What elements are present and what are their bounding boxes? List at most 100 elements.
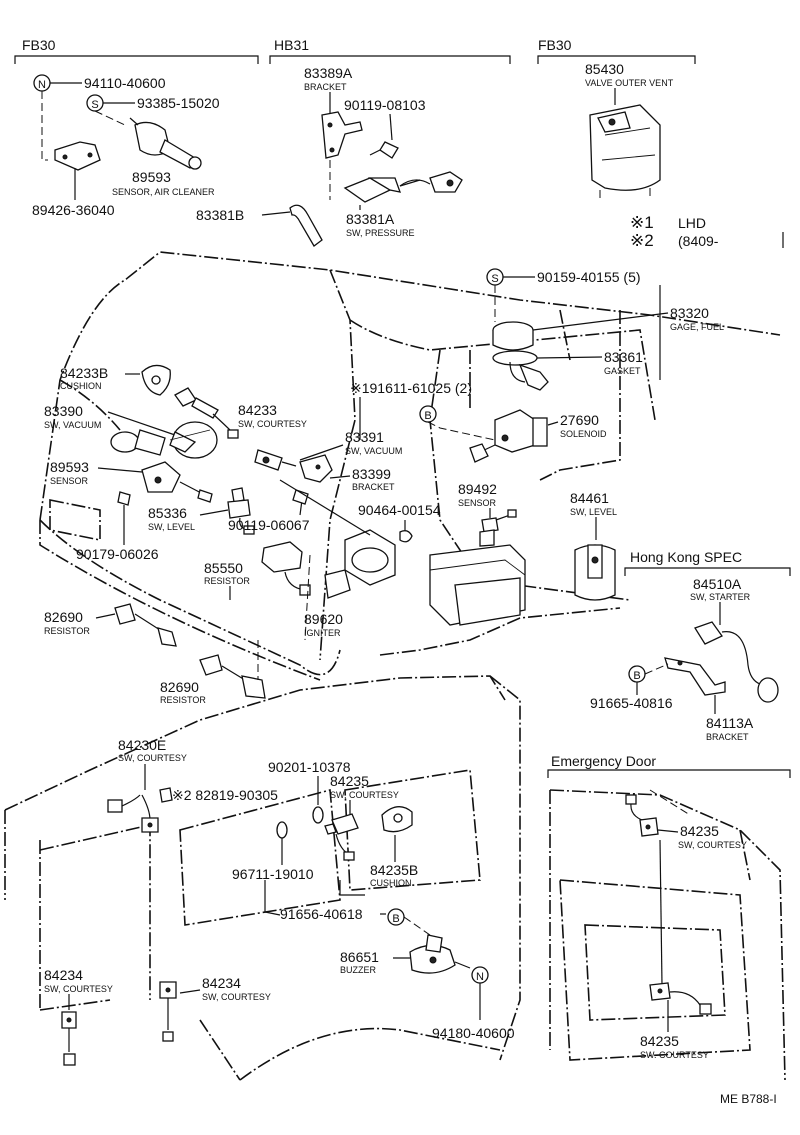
desc-83361: GASKET xyxy=(604,366,641,376)
label-82690b: 82690 xyxy=(160,679,199,695)
label-93385: 93385-15020 xyxy=(137,95,220,111)
desc-84461: SW, LEVEL xyxy=(570,507,617,517)
sw-courtesy-84235a-part xyxy=(324,813,359,861)
label-90119a: 90119-08103 xyxy=(344,97,426,113)
symbol-n-rear: N xyxy=(471,966,489,984)
desc-84235b: CUSHION xyxy=(370,878,412,888)
label-83389a: 83389A xyxy=(304,65,353,81)
section-bracket-fb30-right xyxy=(537,55,696,64)
label-91656: 91656-40618 xyxy=(280,906,363,922)
label-82690a: 82690 xyxy=(44,609,83,625)
section-bracket-hong-kong xyxy=(624,567,791,576)
label-82819: ※2 82819-90305 xyxy=(172,787,278,803)
label-96711: 96711-19010 xyxy=(232,866,314,882)
grommet-96711-part xyxy=(276,821,288,839)
sw-courtesy-84230e-part xyxy=(107,794,159,833)
label-83390: 83390 xyxy=(44,403,83,419)
label-89620: 89620 xyxy=(304,611,343,627)
resistor-82690b-part xyxy=(199,654,266,699)
symbol-b-hk: B xyxy=(628,665,646,683)
sw-level-85336-part xyxy=(227,487,255,535)
symbol-s-fuel: S xyxy=(486,268,504,286)
symbol-b-rear: B xyxy=(387,908,405,926)
svg-text:B: B xyxy=(633,670,640,682)
section-bracket-hb31 xyxy=(269,55,511,64)
legend-text-date: (8409- xyxy=(678,233,719,249)
label-84233b: 84233B xyxy=(60,365,108,381)
cushion-84235b-part xyxy=(381,806,413,833)
section-label-fb30-left: FB30 xyxy=(22,37,56,53)
desc-84234b: SW, COURTESY xyxy=(202,992,271,1002)
label-90179: 90179-06026 xyxy=(76,546,159,562)
label-85336: 85336 xyxy=(148,505,187,521)
desc-84235c: SW, COURTESY xyxy=(678,840,747,850)
svg-text:S: S xyxy=(91,99,98,111)
label-94110: 94110-40600 xyxy=(84,75,166,91)
label-84235b: 84235B xyxy=(370,862,418,878)
cushion-84233b-part xyxy=(141,364,171,396)
hose-83381b-part xyxy=(289,204,323,247)
valve-outer-vent-part xyxy=(589,104,661,198)
desc-83391: SW, VACUUM xyxy=(345,446,402,456)
desc-84233b: CUSHION xyxy=(60,381,102,391)
svg-text:B: B xyxy=(424,410,431,422)
desc-89620: IGNITER xyxy=(304,628,341,638)
sw-vacuum-83390-part xyxy=(110,421,218,459)
desc-84510a: SW, STARTER xyxy=(690,592,751,602)
label-84235a: 84235 xyxy=(330,773,369,789)
resistor-85550-part xyxy=(261,541,311,596)
sw-courtesy-84235c-part xyxy=(625,794,659,837)
legend-box: ※1 LHD ※2 (8409- xyxy=(630,213,784,250)
bracket-83389a-part xyxy=(321,111,363,200)
sw-pressure-part xyxy=(343,171,463,203)
desc-84230e: SW, COURTESY xyxy=(118,753,187,763)
section-bracket-fb30-left xyxy=(14,55,259,64)
desc-83389a: BRACKET xyxy=(304,82,347,92)
legend-mark-2: ※2 xyxy=(630,231,654,250)
label-85430: 85430 xyxy=(585,61,624,77)
label-90201: 90201-10378 xyxy=(268,759,351,775)
sw-level-84461-part xyxy=(574,544,616,601)
svg-text:S: S xyxy=(491,273,498,285)
section-label-fb30-right: FB30 xyxy=(538,37,572,53)
label-89593a: 89593 xyxy=(132,169,171,185)
label-94180: 94180-40600 xyxy=(432,1025,515,1041)
label-90464: 90464-00154 xyxy=(358,502,441,518)
igniter-area-part xyxy=(279,479,396,599)
sw-courtesy-84234a-part xyxy=(61,1011,77,1066)
desc-83381a: SW, PRESSURE xyxy=(346,228,415,238)
desc-89593b: SENSOR xyxy=(50,476,89,486)
label-89593b: 89593 xyxy=(50,459,89,475)
desc-84235d: SW. COURTESY xyxy=(640,1050,709,1060)
label-84510a: 84510A xyxy=(693,576,742,592)
clamp-90464-part xyxy=(399,530,413,543)
desc-83390: SW, VACUUM xyxy=(44,420,101,430)
resistor-82690a-part xyxy=(114,603,177,647)
sensor-89492-part xyxy=(479,509,517,547)
label-83320: 83320 xyxy=(670,305,709,321)
bolt-90119b-part xyxy=(292,489,309,505)
desc-84235a: SW, COURTESY xyxy=(330,790,399,800)
bolt-90179-part xyxy=(117,491,131,545)
svg-text:B: B xyxy=(392,913,399,925)
sensor-89593b-part xyxy=(141,461,213,503)
label-83361: 83361 xyxy=(604,349,643,365)
section-label-hong-kong: Hong Kong SPEC xyxy=(630,549,742,565)
label-83381b: 83381B xyxy=(196,207,244,223)
label-84234b: 84234 xyxy=(202,975,241,991)
label-89492: 89492 xyxy=(458,481,497,497)
desc-27690: SOLENOID xyxy=(560,429,607,439)
desc-85430: VALVE OUTER VENT xyxy=(585,78,674,88)
bracket-84113a-part xyxy=(664,657,726,696)
label-191611: ※191611-61025 (2) xyxy=(350,380,472,396)
buzzer-86651-part xyxy=(409,934,471,974)
section-label-emergency-door: Emergency Door xyxy=(551,753,656,769)
fuel-gage-part xyxy=(492,321,549,391)
sensor-air-cleaner-part xyxy=(41,91,202,171)
bolt-90119a-part xyxy=(369,141,399,159)
label-89426: 89426-36040 xyxy=(32,202,115,218)
bracket-83399-part xyxy=(299,454,333,483)
desc-82690a: RESISTOR xyxy=(44,626,90,636)
label-84234a: 84234 xyxy=(44,967,83,983)
